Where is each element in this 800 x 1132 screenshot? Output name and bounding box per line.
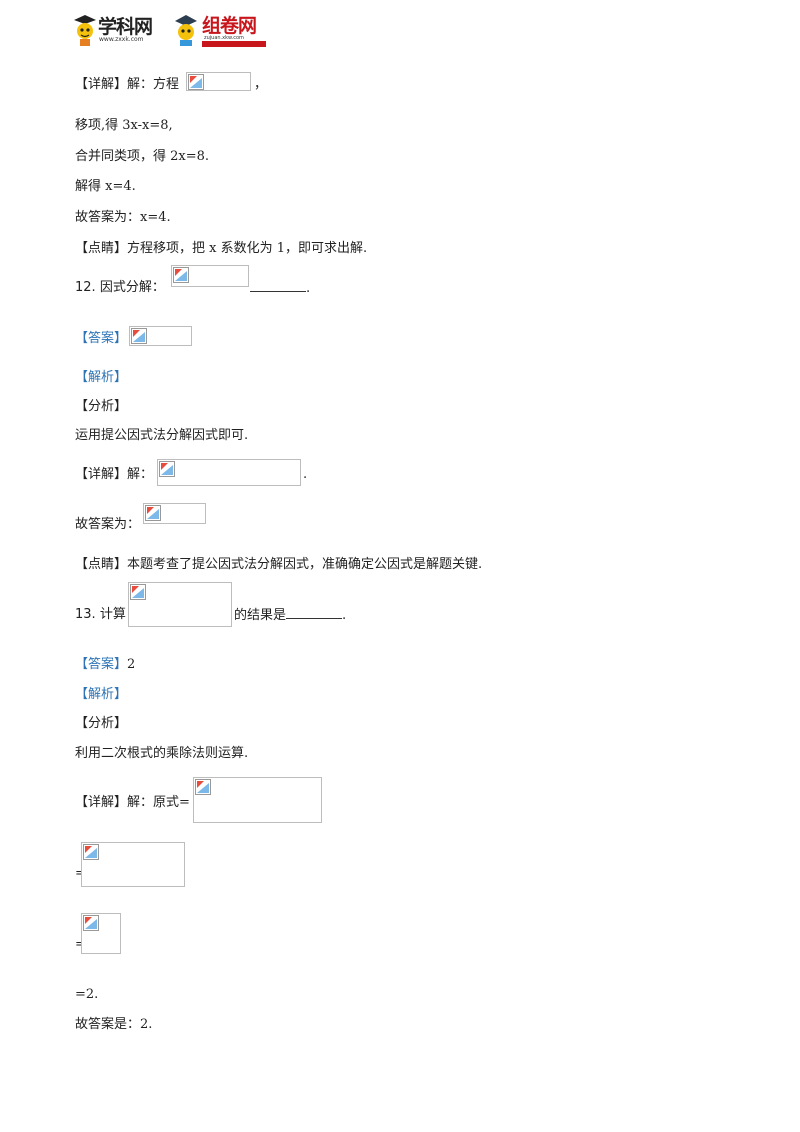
step-combine: 合并同类项，得 2x=8. — [75, 149, 210, 164]
blank-line — [286, 607, 343, 619]
logo-zujuan-name: 组卷网 — [202, 15, 257, 37]
broken-image-icon — [159, 461, 175, 477]
broken-image-icon — [130, 584, 146, 600]
answer-blank: . — [250, 280, 310, 297]
broken-image-icon — [83, 844, 99, 860]
broken-image-icon — [195, 779, 211, 795]
logo-zxxk: 学科网 www.zxxk.com — [72, 10, 167, 48]
period: . — [303, 467, 308, 482]
question-number: 13. — [75, 607, 96, 622]
equation-image — [186, 72, 251, 91]
final-step: =2. — [75, 987, 99, 1002]
answer-label: 【答案】 — [75, 657, 128, 672]
fenxi-text: 利用二次根式的乘除法则运算. — [75, 746, 249, 761]
broken-image-icon — [83, 915, 99, 931]
fenxi-label: 【分析】 — [75, 399, 128, 414]
question-12: 12. 因式分解： — [75, 280, 165, 296]
analysis-label: 【解析】 — [75, 370, 128, 385]
answer-value: 2 — [127, 657, 136, 672]
logo-zxxk-name: 学科网 — [98, 16, 153, 38]
answer-line: 故答案为：x=4. — [75, 210, 171, 225]
logo-zujuan: 组卷网 zujuan.xkw.com — [172, 10, 268, 48]
result-image — [143, 503, 206, 524]
answer-image — [129, 326, 192, 346]
step-solve: 解得 x=4. — [75, 179, 136, 194]
question-tail: 的结果是. — [234, 607, 347, 623]
dianjing-line: 【点睛】本题考查了提公因式法分解因式，准确确定公因式是解题关键. — [75, 557, 483, 572]
blank-line — [250, 280, 306, 292]
logo-zxxk-url: www.zxxk.com — [99, 36, 144, 43]
step-move-terms: 移项,得 3x-x=8, — [75, 118, 173, 133]
question-number: 12. — [75, 280, 96, 295]
analysis-label: 【解析】 — [75, 687, 128, 702]
answer-label: 【答案】 — [75, 331, 128, 346]
broken-image-icon — [173, 267, 189, 283]
detail-label: 【详解】解：方程 — [75, 77, 180, 92]
result-line: 故答案是：2. — [75, 1017, 153, 1032]
result-label: 故答案为： — [75, 517, 141, 532]
expression-image — [171, 265, 249, 287]
fenxi-text: 运用提公因式法分解因式即可. — [75, 428, 249, 443]
question-13: 13. 计算 — [75, 607, 126, 623]
equals-sign: = — [75, 866, 86, 882]
detail-label: 【详解】解：原式= — [75, 795, 190, 810]
dianjing-line: 【点睛】方程移项，把 x 系数化为 1，即可求出解. — [75, 241, 368, 256]
answer-line: 【答案】2 — [75, 657, 135, 673]
broken-image-icon — [131, 328, 147, 344]
equals-sign: = — [75, 937, 86, 953]
detail-label: 【详解】解： — [75, 467, 154, 482]
expression-image — [128, 582, 232, 627]
solution-image — [193, 777, 322, 823]
mascot-icon — [175, 15, 197, 46]
detail-line: 【详解】解：方程 — [75, 77, 179, 93]
fenxi-label: 【分析】 — [75, 716, 128, 731]
question-text: 因式分解： — [99, 280, 165, 295]
comma: ， — [254, 77, 268, 92]
step-image — [81, 913, 121, 954]
mascot-icon — [74, 15, 96, 46]
question-text: 计算 — [99, 607, 126, 622]
logo-zujuan-banner — [202, 41, 266, 47]
step-image — [81, 842, 185, 887]
logo-zujuan-url: zujuan.xkw.com — [204, 35, 244, 41]
broken-image-icon — [145, 505, 161, 521]
solution-image — [157, 459, 301, 486]
broken-image-icon — [188, 74, 204, 90]
